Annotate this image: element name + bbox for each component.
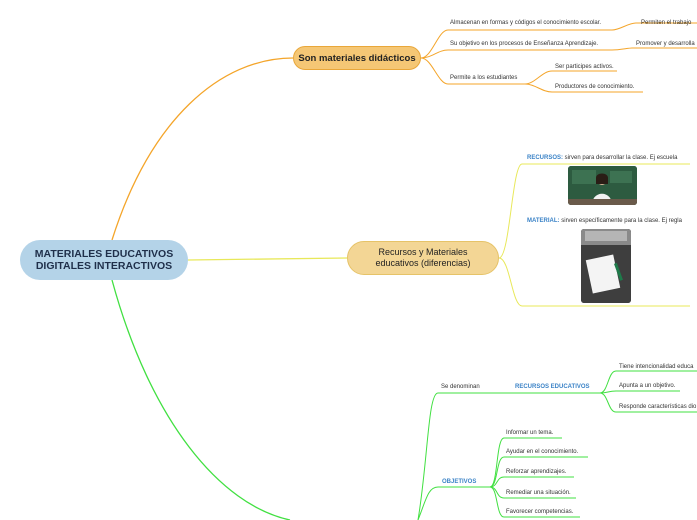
- diferencias-line-2: educativos (diferencias): [375, 258, 471, 268]
- classroom-photo: [568, 166, 637, 205]
- diferencias-line-1: Recursos y Materiales: [378, 247, 468, 257]
- se-denominan[interactable]: Se denominan: [441, 384, 480, 390]
- didacticos-right-1[interactable]: Permiten el trabajo: [641, 20, 692, 26]
- material-key: MATERIAL:: [527, 218, 560, 224]
- objetivo-item-2[interactable]: Ayudar en el conocimiento.: [506, 449, 579, 455]
- material-text: sirven específicamente para la clase. Ej…: [559, 218, 682, 224]
- root-line-2: DIGITALES INTERACTIVOS: [35, 260, 173, 272]
- notebook-photo: [581, 229, 631, 303]
- didacticos-item-2[interactable]: Su objetivo en los procesos de Enseñanza…: [450, 41, 599, 47]
- material-label[interactable]: MATERIAL: sirven específicamente para la…: [527, 218, 682, 224]
- root-line-1: MATERIALES EDUCATIVOS: [34, 248, 174, 260]
- notebook-image-icon: [581, 229, 631, 303]
- recursos-label[interactable]: RECURSOS: sirven para desarrollar la cla…: [527, 155, 677, 161]
- students-item-2[interactable]: Productores de conocimiento.: [555, 84, 635, 90]
- green-branch-node[interactable]: [310, 516, 408, 520]
- teacher-image-icon: [568, 166, 637, 205]
- didacticos-right-2[interactable]: Promover y desarrolla: [636, 41, 695, 47]
- objetivos-label[interactable]: OBJETIVOS: [442, 479, 477, 485]
- objetivo-item-5[interactable]: Favorecer competencias.: [506, 509, 574, 515]
- recursos-text: sirven para desarrollar la clase. Ej esc…: [563, 155, 678, 161]
- objetivo-item-1[interactable]: Informar un tema.: [506, 430, 554, 436]
- objetivo-item-3[interactable]: Reforzar aprendizajes.: [506, 469, 567, 475]
- recursos-educativos[interactable]: RECURSOS EDUCATIVOS: [515, 384, 590, 390]
- recursos-key: RECURSOS:: [527, 155, 564, 161]
- objetivo-item-4[interactable]: Remediar una situación.: [506, 490, 571, 496]
- recursos-item-3[interactable]: Responde características dio: [619, 404, 697, 410]
- students-item-1[interactable]: Ser participes activos.: [555, 64, 614, 70]
- branch-didacticos[interactable]: Son materiales didácticos: [293, 46, 421, 70]
- didacticos-item-1[interactable]: Almacenan en formas y códigos el conocim…: [450, 20, 602, 26]
- recursos-item-2[interactable]: Apunta a un objetivo.: [619, 383, 676, 389]
- didacticos-item-3[interactable]: Permite a los estudiantes: [450, 75, 518, 81]
- recursos-item-1[interactable]: Tiene intencionalidad educa: [619, 364, 694, 370]
